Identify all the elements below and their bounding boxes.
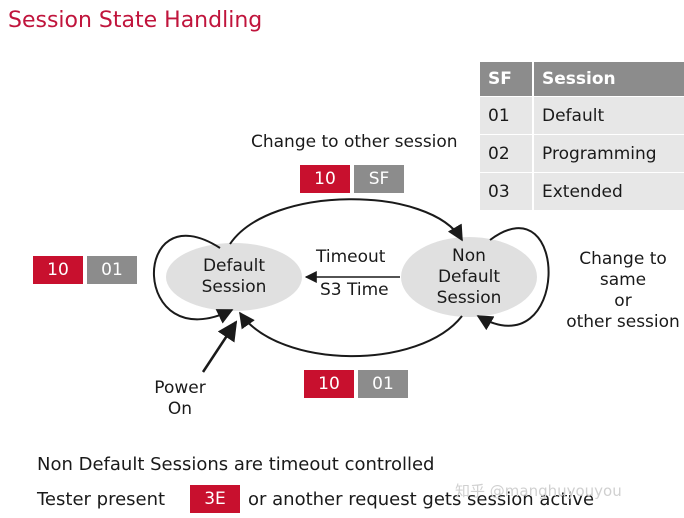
table-header-row: SF Session [480, 62, 684, 97]
power-on-label: Power On [145, 378, 215, 420]
transition-arrow-top [229, 198, 463, 245]
bottom-service-box: 10 [304, 370, 354, 398]
table-cell-sf: 01 [480, 96, 533, 135]
table-row: 02 Programming [480, 134, 684, 173]
table-row: 03 Extended [480, 172, 684, 210]
page-title: Session State Handling [8, 8, 263, 33]
power-on-line: On [167, 399, 193, 419]
power-on-line: Power [154, 378, 206, 398]
self-loop-default [153, 234, 234, 324]
top-sf-box: SF [354, 165, 404, 193]
footer-line-2-suffix: or another request gets session active [248, 489, 595, 510]
self-loop-non-default [476, 227, 550, 331]
non-default-session-label: Non Default Session [419, 246, 519, 309]
non-default-session-ellipse [401, 237, 537, 317]
table-cell-session: Default [532, 96, 684, 135]
change-same-line: same [599, 270, 647, 290]
left-service-box: 10 [33, 256, 83, 284]
default-session-line: Session [201, 277, 267, 297]
default-session-label: Default Session [184, 256, 284, 298]
transition-arrow-bottom [239, 311, 463, 358]
table-cell-session: Programming [532, 134, 684, 173]
table-cell-sf: 03 [480, 172, 533, 210]
non-default-session-line: Non [452, 246, 486, 266]
footer-line-2-prefix: Tester present [37, 489, 166, 510]
change-same-line: or [614, 291, 632, 311]
table-cell-sf: 02 [480, 134, 533, 173]
change-other-session-label: Change to other session [251, 132, 458, 152]
table-header-sf: SF [480, 62, 533, 97]
table-row: 01 Default [480, 96, 684, 135]
watermark: 知乎 @manghuyouyou [455, 482, 622, 500]
change-same-line: Change to [579, 249, 667, 269]
non-default-session-line: Session [436, 288, 502, 308]
timeout-label: Timeout [316, 247, 386, 267]
session-table: SF Session 01 Default 02 Programming 03 … [480, 62, 684, 210]
power-on-arrow [201, 320, 238, 373]
bottom-sf-box: 01 [358, 370, 408, 398]
change-same-line: other session [566, 312, 680, 332]
left-sf-box: 01 [87, 256, 137, 284]
table-cell-session: Extended [532, 172, 684, 210]
change-same-label: Change to same or other session [562, 249, 684, 333]
non-default-session-line: Default [437, 267, 501, 287]
table-header-session: Session [532, 62, 684, 97]
s3-time-label: S3 Time [320, 280, 389, 300]
tester-present-box: 3E [190, 485, 240, 513]
top-service-box: 10 [300, 165, 350, 193]
default-session-ellipse [166, 243, 302, 311]
footer-line-1: Non Default Sessions are timeout control… [37, 454, 435, 475]
default-session-line: Default [202, 256, 266, 276]
